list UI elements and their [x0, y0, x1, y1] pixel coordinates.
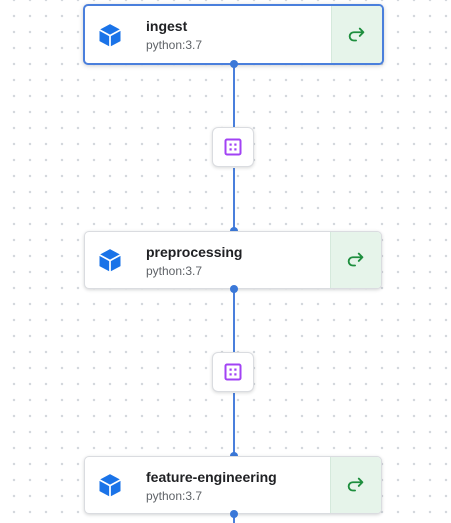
node-title: preprocessing	[146, 244, 243, 260]
pipeline-edge	[233, 64, 235, 130]
pipeline-node-ingest[interactable]: ingest python:3.7	[83, 4, 384, 65]
artifact-node[interactable]	[212, 352, 254, 392]
artifact-grid-icon	[224, 363, 242, 381]
node-image-label: python:3.7	[146, 489, 203, 503]
open-logs-button[interactable]	[330, 232, 381, 288]
open-logs-arrow-icon	[347, 477, 364, 492]
cube-icon	[99, 23, 121, 46]
pipeline-edge	[233, 514, 235, 523]
open-logs-button[interactable]	[331, 6, 382, 63]
output-port[interactable]	[229, 285, 238, 293]
open-logs-button[interactable]	[330, 457, 381, 513]
pipeline-edge	[233, 289, 235, 355]
node-image-label: python:3.7	[146, 264, 203, 278]
node-title: ingest	[146, 18, 188, 34]
open-logs-arrow-icon	[348, 27, 365, 41]
output-port[interactable]	[229, 510, 238, 518]
node-image-label: python:3.7	[146, 38, 203, 52]
cube-icon	[99, 474, 121, 497]
open-logs-arrow-icon	[347, 252, 364, 267]
artifact-node[interactable]	[212, 127, 254, 167]
artifact-grid-icon	[224, 138, 242, 156]
pipeline-edge	[233, 168, 235, 231]
cube-icon	[99, 249, 121, 272]
output-port[interactable]	[229, 60, 238, 68]
pipeline-node-preprocessing[interactable]: preprocessing python:3.7	[84, 231, 382, 289]
pipeline-edge	[233, 393, 235, 456]
node-title: feature-engineering	[146, 469, 277, 485]
pipeline-node-feature-engineering[interactable]: feature-engineering python:3.7	[84, 456, 382, 514]
